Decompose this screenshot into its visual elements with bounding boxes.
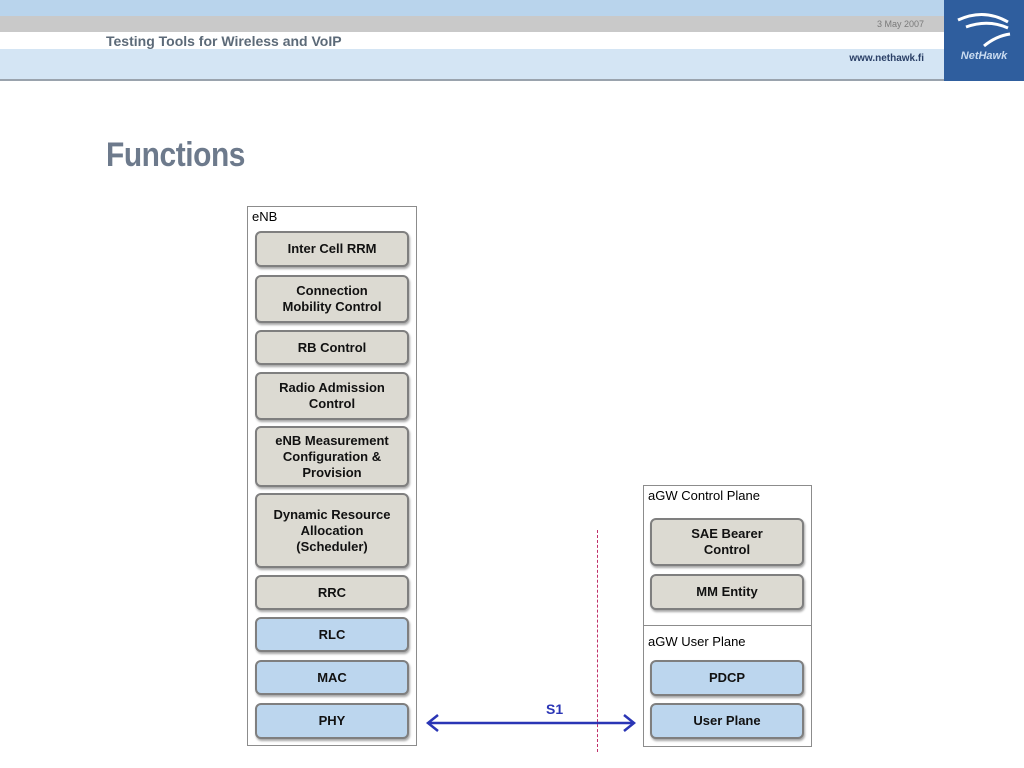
rrc-box: RRC [255, 575, 409, 610]
logo-text: NetHawk [960, 50, 1008, 62]
agw-user-plane-label: aGW User Plane [648, 634, 746, 649]
user-plane-box: User Plane [650, 703, 804, 739]
header-band-top [0, 0, 944, 16]
s1-interface-label: S1 [546, 701, 564, 717]
dynamic-resource-allocation-box: Dynamic Resource Allocation (Scheduler) [255, 493, 409, 568]
header-band-grey [0, 16, 944, 32]
header-band-white [0, 32, 944, 49]
radio-admission-control-box: Radio Admission Control [255, 372, 409, 420]
header-band-bottom [0, 49, 944, 79]
interface-divider-line [597, 530, 598, 752]
rb-control-box: RB Control [255, 330, 409, 365]
enb-panel-label: eNB [252, 209, 278, 224]
inter-cell-rrm-box: Inter Cell RRM [255, 231, 409, 267]
page-title: Functions [106, 136, 245, 174]
connection-mobility-control-box: Connection Mobility Control [255, 275, 409, 323]
rlc-box: RLC [255, 617, 409, 652]
mm-entity-box: MM Entity [650, 574, 804, 610]
hawk-icon [957, 13, 1011, 48]
nethawk-logo: NetHawk [944, 0, 1024, 81]
mac-box: MAC [255, 660, 409, 695]
enb-measurement-box: eNB Measurement Configuration & Provisio… [255, 426, 409, 487]
s1-double-arrow-icon [425, 714, 637, 732]
header-url: www.nethawk.fi [849, 53, 924, 64]
sae-bearer-control-box: SAE Bearer Control [650, 518, 804, 566]
header-divider [0, 79, 944, 81]
pdcp-box: PDCP [650, 660, 804, 696]
phy-box: PHY [255, 703, 409, 739]
agw-control-plane-label: aGW Control Plane [648, 488, 760, 503]
header-date: 3 May 2007 [876, 19, 924, 29]
header-tagline: Testing Tools for Wireless and VoIP [106, 33, 342, 49]
